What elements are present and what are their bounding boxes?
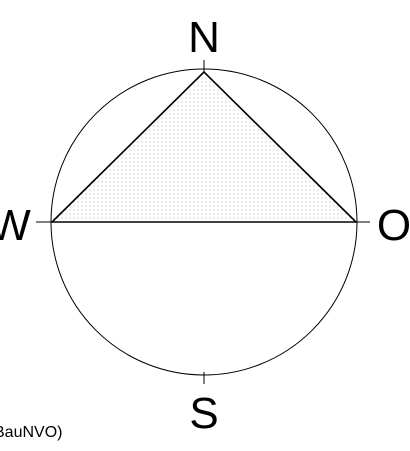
south-label: S [189,389,218,438]
east-label: O [377,201,410,250]
roof-triangle [50,70,358,223]
west-label: W [0,201,31,250]
north-label: N [188,13,220,62]
caption-text: BauNVO) [0,424,63,441]
